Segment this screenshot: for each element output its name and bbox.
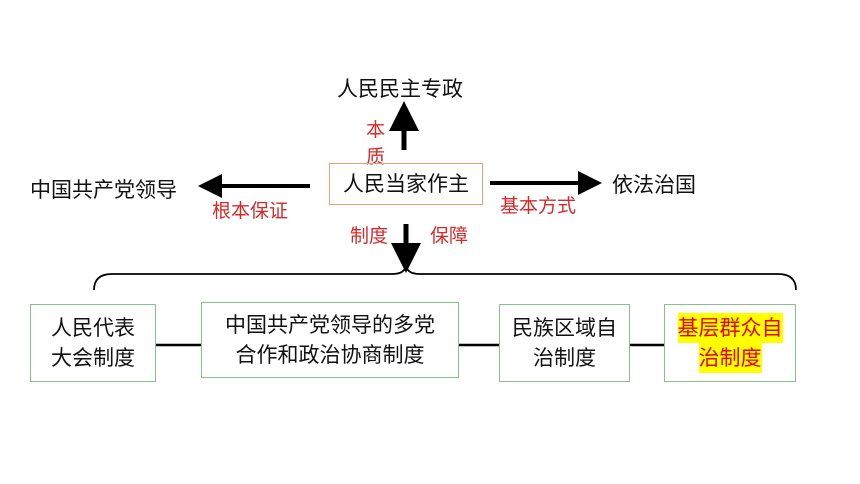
relation-bottom-right: 保障: [430, 225, 469, 247]
system-box-2-line-1: 中国共产党领导的多党: [225, 313, 435, 337]
system-box-3-line-2: 治制度: [533, 346, 596, 370]
system-box-2-line-2: 合作和政治协商制度: [235, 343, 425, 367]
node-top: 人民民主专政: [337, 77, 463, 101]
system-box-1: 人民代表 大会制度: [30, 304, 156, 382]
node-left: 中国共产党领导: [30, 178, 177, 202]
relation-bottom-left: 制度: [350, 225, 389, 247]
relation-right: 基本方式: [500, 195, 577, 217]
system-box-3-line-1: 民族区域自: [512, 316, 617, 340]
relation-top-char-1: 本: [366, 119, 386, 141]
node-center: 人民当家作主: [329, 163, 483, 205]
relation-left: 根本保证: [212, 200, 289, 222]
relation-top-char-2: 质: [366, 146, 386, 168]
curly-brace: [93, 263, 797, 291]
system-box-4-line-2: 治制度: [698, 343, 762, 373]
system-box-4-line-1: 基层群众自: [677, 313, 783, 343]
system-box-4: 基层群众自 治制度: [664, 304, 796, 382]
system-box-1-line-1: 人民代表: [51, 316, 135, 340]
node-center-label: 人民当家作主: [343, 171, 469, 196]
node-right: 依法治国: [612, 173, 696, 197]
system-box-2: 中国共产党领导的多党 合作和政治协商制度: [201, 302, 459, 378]
system-box-1-line-2: 大会制度: [51, 346, 135, 370]
system-box-3: 民族区域自 治制度: [499, 304, 630, 382]
